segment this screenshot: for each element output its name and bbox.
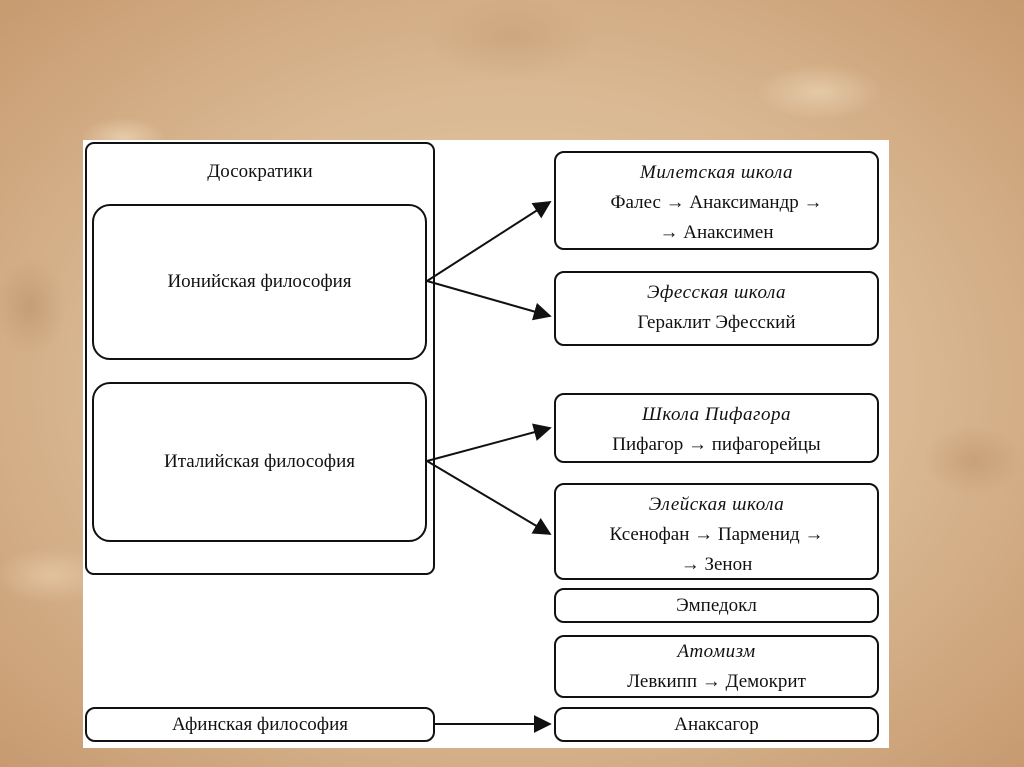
atomism-name: Атомизм [677, 641, 756, 662]
eleatic-school-line1: Ксенофан → Парменид → [609, 524, 824, 545]
italic-philosophy-node: Италийская философия [92, 382, 427, 542]
empedocles-label: Эмпедокл [676, 594, 757, 616]
milesian-school-line2: → Анаксимен [659, 222, 774, 243]
anaxagoras-node: Анаксагор [554, 707, 879, 742]
milesian-school-node: Милетская школа Фалес → Анаксимандр → → … [554, 151, 879, 250]
milesian-school-line1: Фалес → Анаксимандр → [610, 192, 823, 213]
atomism-node: Атомизм Левкипп → Демокрит [554, 635, 879, 698]
eleatic-school-line2: → Зенон [680, 554, 753, 575]
ionian-philosophy-node: Ионийская философия [92, 204, 427, 360]
pythagorean-school-name: Школа Пифагора [642, 404, 791, 425]
arrow-italic-to-eleatic [426, 460, 552, 535]
anaxagoras-label: Анаксагор [674, 713, 759, 735]
athenian-philosophy-node: Афинская философия [85, 707, 435, 742]
arrow-ionian-to-milesian [426, 201, 552, 282]
pythagorean-school-line1: Пифагор → пифагорейцы [612, 434, 821, 455]
pythagorean-school-node: Школа Пифагора Пифагор → пифагорейцы [554, 393, 879, 463]
ephesian-school-node: Эфесская школа Гераклит Эфесский [554, 271, 879, 346]
arrow-ionian-to-ephesian [426, 280, 552, 321]
athenian-philosophy-label: Афинская философия [171, 713, 349, 735]
arrow-italic-to-pythagorean [426, 423, 552, 462]
ionian-philosophy-label: Ионийская философия [167, 271, 352, 292]
atomism-line1: Левкипп → Демокрит [627, 671, 806, 692]
presocratics-title: Досократики [207, 161, 313, 182]
empedocles-node: Эмпедокл [554, 588, 879, 623]
milesian-school-name: Милетская школа [640, 162, 793, 183]
ephesian-school-name: Эфесская школа [646, 282, 787, 303]
eleatic-school-node: Элейская школа Ксенофан → Парменид → → З… [554, 483, 879, 580]
eleatic-school-name: Элейская школа [648, 494, 785, 515]
diagram-sheet: Досократики Ионийская философия Италийск… [83, 140, 889, 748]
italic-philosophy-label: Италийская философия [163, 451, 356, 472]
ephesian-school-line1: Гераклит Эфесский [637, 312, 796, 333]
